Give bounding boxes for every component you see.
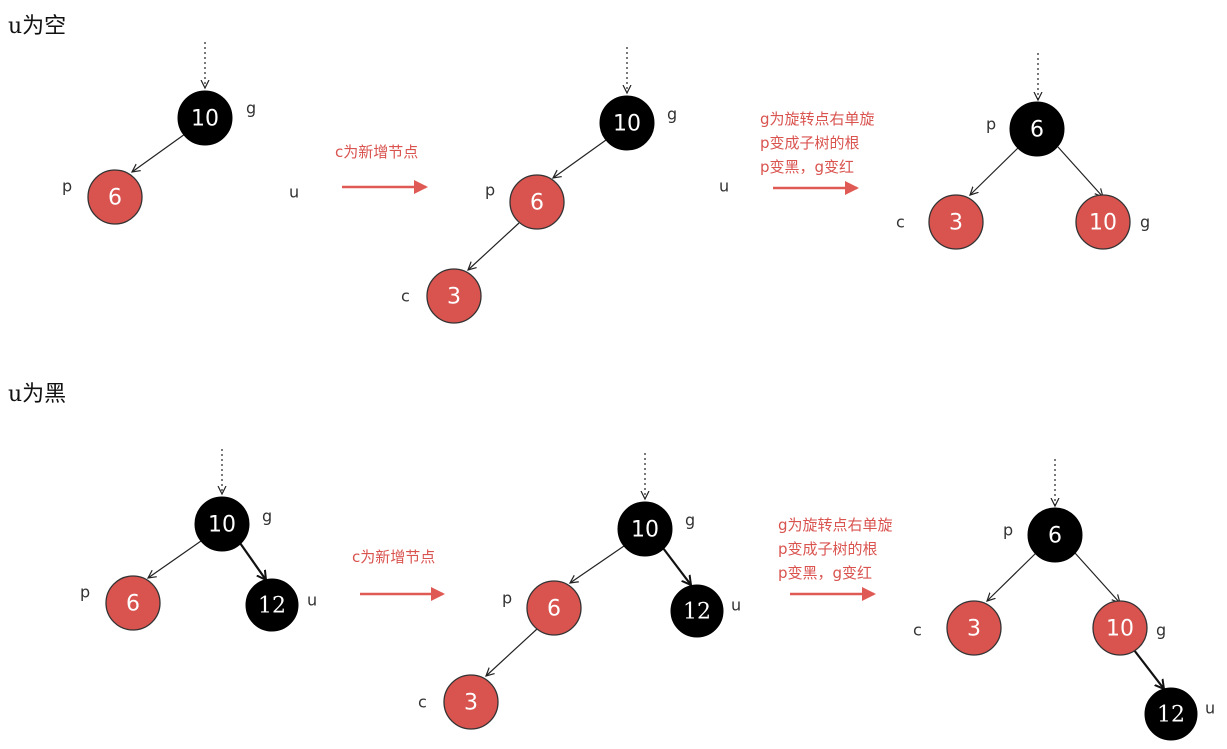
label-p: p	[62, 177, 72, 196]
tree-a2: 10 g 6 p 3 c u	[401, 47, 729, 324]
node-u	[1144, 687, 1198, 741]
edge-p-g	[1057, 146, 1103, 197]
node-g-value: 10	[191, 107, 219, 132]
node-g-value: 10	[1106, 617, 1134, 642]
node-p-value: 6	[126, 592, 140, 617]
label-c: c	[913, 621, 922, 640]
label-u: u	[731, 596, 741, 615]
label-c: c	[418, 693, 427, 712]
node-u-value: 12	[1157, 703, 1185, 728]
edge-g-p	[553, 139, 607, 178]
label-g: g	[1140, 213, 1150, 232]
node-p-value: 6	[1048, 524, 1062, 549]
node-c-value: 3	[949, 211, 963, 236]
step-label-root: p变成子树的根	[760, 134, 860, 152]
node-p	[509, 174, 565, 230]
label-g: g	[262, 507, 272, 526]
label-c: c	[896, 213, 905, 232]
edge-p-c	[468, 222, 520, 270]
node-p	[105, 575, 161, 631]
node-g-value: 10	[613, 112, 641, 137]
node-c	[946, 600, 1002, 656]
section-title-u-empty: u为空	[8, 14, 66, 39]
step-label-recolor: p变黑，g变红	[778, 564, 872, 582]
edge-p-c	[970, 146, 1020, 195]
node-g-value: 10	[1089, 211, 1117, 236]
edge-g-u	[662, 547, 691, 585]
label-p: p	[1003, 521, 1013, 540]
node-c-value: 3	[967, 617, 981, 642]
label-u: u	[719, 177, 729, 196]
section-title-u-black: u为黑	[8, 382, 66, 407]
step-label-root: p变成子树的根	[778, 540, 878, 558]
node-c	[928, 194, 984, 250]
node-c-value: 3	[447, 285, 461, 310]
label-c: c	[401, 287, 410, 306]
node-g-value: 10	[208, 513, 236, 538]
label-g: g	[685, 511, 695, 530]
node-g	[194, 496, 250, 552]
node-g	[617, 501, 673, 557]
label-p: p	[80, 583, 90, 602]
tree-a3: 6 p 3 c 10 g	[896, 53, 1150, 250]
label-g: g	[667, 105, 677, 124]
node-c-value: 3	[464, 691, 478, 716]
edge-g-p	[148, 540, 202, 578]
tree-a1: 10 g 6 p u	[62, 42, 299, 225]
node-c	[426, 268, 482, 324]
node-p	[1027, 507, 1083, 563]
edge-p-c	[486, 628, 538, 676]
node-g-value: 10	[631, 518, 659, 543]
edge-p-c	[987, 552, 1037, 601]
node-p-value: 6	[530, 191, 544, 216]
edge-g-p	[132, 133, 186, 172]
node-p	[1009, 101, 1065, 157]
node-u	[245, 578, 299, 632]
node-p-value: 6	[547, 597, 561, 622]
node-u	[670, 584, 724, 638]
tree-b2: 10 g 6 p 12 u 3 c	[418, 453, 741, 730]
label-u: u	[307, 591, 317, 610]
step-label-new-node: c为新增节点	[335, 143, 418, 161]
edge-g-u	[1133, 649, 1164, 689]
node-g	[177, 90, 233, 146]
node-p	[87, 169, 143, 225]
node-g	[1092, 600, 1148, 656]
node-c	[443, 674, 499, 730]
node-u-value: 12	[683, 600, 711, 625]
step-label-new-node: c为新增节点	[352, 548, 435, 566]
tree-b1: 10 g 6 p 12 u	[80, 449, 317, 632]
edge-g-u	[239, 542, 266, 580]
node-g	[599, 95, 655, 151]
step-label-recolor: p变黑，g变红	[760, 158, 854, 176]
node-p	[526, 580, 582, 636]
label-u: u	[289, 183, 299, 202]
label-p: p	[485, 181, 495, 200]
node-p-value: 6	[1030, 118, 1044, 143]
step-label-rotate: g为旋转点右单旋	[778, 516, 893, 534]
node-p-value: 6	[108, 186, 122, 211]
label-u: u	[1205, 699, 1215, 718]
node-g	[1075, 194, 1131, 250]
label-p: p	[502, 589, 512, 608]
edge-p-g	[1074, 552, 1120, 603]
edge-g-p	[570, 545, 625, 583]
step-label-rotate: g为旋转点右单旋	[760, 110, 875, 128]
label-g: g	[1156, 621, 1166, 640]
tree-b3: 6 p 3 c 10 g 12 u	[913, 459, 1215, 741]
label-p: p	[986, 115, 996, 134]
node-u-value: 12	[258, 594, 286, 619]
label-g: g	[246, 99, 256, 118]
